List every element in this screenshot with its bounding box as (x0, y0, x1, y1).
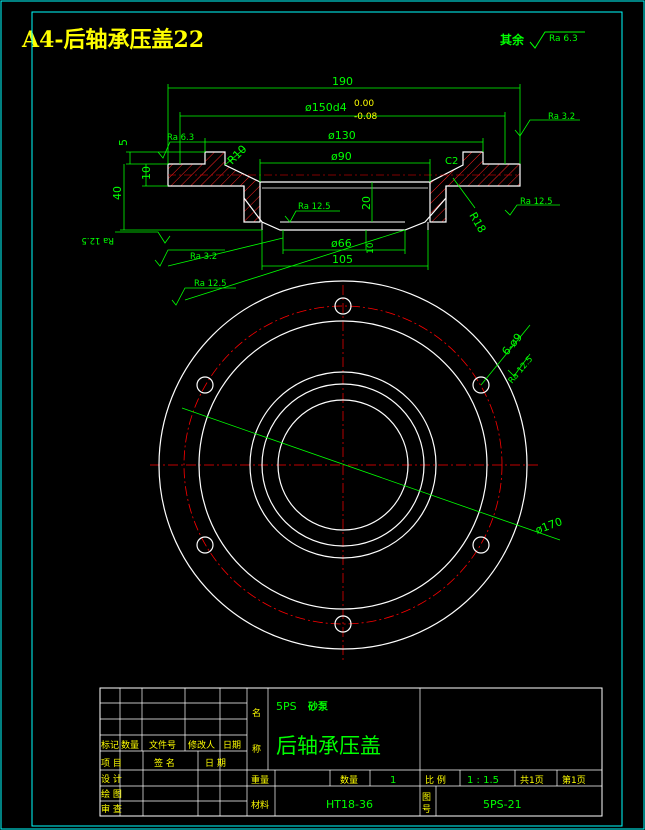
ra-leader-2: Ra 12.5 (194, 279, 227, 289)
roughness-symbol-icon (529, 31, 585, 49)
inner-border (31, 11, 623, 827)
dim-90: ø90 (331, 150, 352, 163)
bore-inner-circle (277, 399, 409, 531)
row-label-item: 项 目 (101, 758, 122, 769)
left-flange-section (167, 151, 261, 223)
qty-label: 数量 (340, 774, 358, 786)
ra-right: Ra 12.5 (520, 197, 553, 207)
outer-flange-circle (158, 280, 528, 650)
date-header: 日 期 (205, 758, 226, 769)
rev-header-mark: 标记 (101, 739, 119, 751)
dim-190: 190 (332, 75, 353, 88)
dim-c2: C2 (445, 156, 458, 167)
dim-130: ø130 (328, 129, 356, 142)
bolt-holes (196, 297, 490, 633)
dim-10: 10 (140, 166, 153, 180)
pitch-circle (183, 305, 503, 625)
dim-150-tol-upper: 0.00 (354, 99, 374, 109)
bolt-hole (472, 376, 490, 394)
surface-note: 其余 Ra 6.3 (500, 31, 585, 49)
plan-view: ø170 6-ø9 Ra 12.5 (150, 280, 565, 660)
dim-r10: R10 (225, 143, 249, 167)
row-label-check: 审 查 (101, 803, 122, 815)
ra-top-left: Ra 6.3 (167, 133, 194, 143)
dim-5: 5 (117, 139, 130, 146)
dim-r18: R18 (466, 210, 488, 235)
ra-leader-1: Ra 3.2 (190, 252, 217, 262)
row-label-draw: 绘 图 (101, 788, 122, 800)
bore-outer-circle (261, 383, 425, 547)
product-code: 5PS (276, 700, 297, 713)
dim-40: 40 (111, 186, 124, 200)
bolt-hole (334, 297, 352, 315)
hole-note: 6-ø9 (499, 331, 525, 358)
weight-label: 重量 (251, 774, 269, 786)
rev-header-qty: 数量 (121, 739, 139, 751)
ra-inner: Ra 12.5 (298, 202, 331, 212)
sheet-title: A4-后轴承压盖22 (22, 27, 205, 53)
dim-150-tol-lower: -0.08 (354, 112, 378, 122)
bolt-hole (472, 536, 490, 554)
part-name: 后轴承压盖 (276, 734, 381, 758)
hub-outline (243, 186, 447, 231)
rev-header-date: 日期 (223, 740, 241, 751)
bolt-hole (196, 536, 214, 554)
drawing-no-label-2: 号 (422, 804, 431, 815)
material-value: HT18-36 (326, 798, 373, 811)
title-block: 标记 数量 文件号 修改人 日期 项 目 设 计 绘 图 审 查 签 名 日 期… (99, 687, 603, 817)
surface-note-prefix: 其余 (500, 32, 525, 47)
sheets-total: 共1页 (520, 775, 544, 786)
qty-value: 1 (390, 775, 396, 786)
product-name: 砂泵 (307, 700, 329, 713)
ra-bottom-left: Ra 12.5 (81, 235, 114, 245)
dim-150: ø150d4 (305, 101, 347, 114)
dim-20: 20 (360, 196, 373, 210)
section-view: 190 ø150d4 0.00 -0.08 ø130 ø90 ø66 105 5… (81, 75, 580, 306)
rev-header-doc: 文件号 (149, 739, 176, 751)
sign-header: 签 名 (154, 757, 175, 769)
surface-note-ra: Ra 6.3 (549, 34, 578, 44)
ra-top-right: Ra 3.2 (548, 112, 575, 122)
dim-105: 105 (332, 253, 353, 266)
dim-66: ø66 (331, 237, 352, 250)
drawing-no: 5PS-21 (483, 798, 522, 811)
name-label-2: 称 (252, 743, 261, 755)
material-label: 材料 (251, 799, 269, 811)
drawing-no-label-1: 图 (422, 792, 431, 803)
row-label-design: 设 计 (101, 773, 122, 785)
bolt-hole (334, 615, 352, 633)
dim-10b: 10 (366, 242, 376, 254)
hole-roughness: Ra 12.5 (507, 355, 536, 386)
sheet-no: 第1页 (562, 774, 586, 786)
bolt-hole (196, 376, 214, 394)
spigot-circle (198, 320, 488, 610)
scale-label: 比 例 (425, 774, 446, 786)
scale-value: 1 : 1.5 (467, 775, 499, 786)
name-label-1: 名 (252, 707, 261, 719)
hub-circle (249, 371, 437, 559)
rev-header-editor: 修改人 (188, 739, 215, 751)
pcd-label: ø170 (534, 515, 565, 537)
